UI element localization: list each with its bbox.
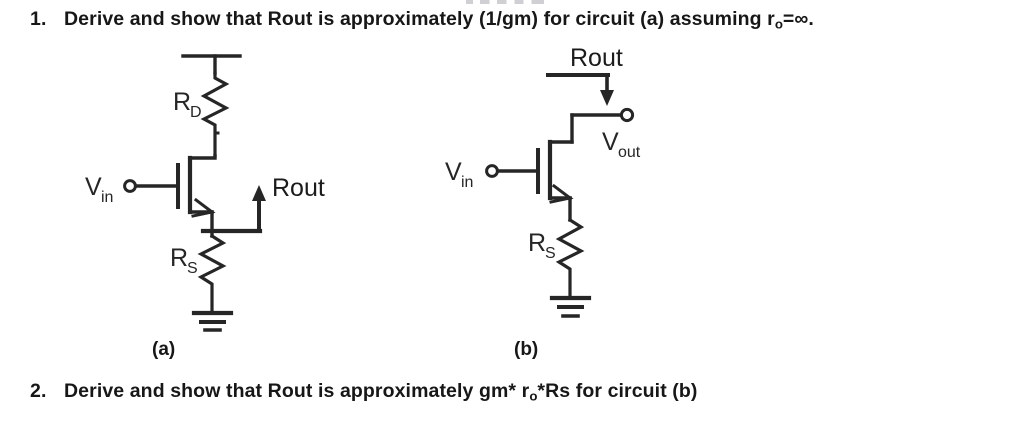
problem-text-1: Derive and show that Rout is approximate…	[64, 8, 814, 32]
problem-2-text-after: *Rs for circuit (b)	[537, 380, 698, 402]
rout-arrowhead-b	[600, 90, 614, 106]
problem-1-text-before: Derive and show that Rout is approximate…	[64, 8, 775, 30]
problem-2-subscript: o	[529, 388, 538, 404]
label-vout-sub-b: out	[618, 144, 641, 161]
scan-artifact-top	[466, 0, 544, 4]
input-terminal-circle-b	[485, 164, 499, 178]
label-vout-b: V	[602, 128, 619, 156]
label-rout-b: Rout	[570, 44, 623, 72]
problem-1-subscript: o	[774, 16, 783, 32]
problem-1-infinity-symbol: ∞	[794, 8, 809, 30]
problem-number-2: 2.	[30, 380, 47, 402]
label-vin-sub-b: in	[461, 174, 473, 191]
output-terminal-circle-b	[619, 107, 635, 123]
label-rd-sub: D	[190, 104, 202, 121]
figure-caption-b: (b)	[514, 339, 539, 360]
rout-arrowhead-a	[252, 185, 266, 201]
circuit-a-diagram: V in R D R S Rout	[85, 54, 325, 332]
resistor-rd-zigzag	[200, 71, 230, 158]
label-rs-sub-a: S	[187, 260, 198, 277]
input-terminal-circle-a	[123, 179, 137, 193]
problem-1-text-after: =	[782, 8, 795, 30]
problem-text-2: Derive and show that Rout is approximate…	[64, 380, 698, 404]
label-vin-a: V	[85, 173, 102, 201]
circuit-b-diagram: Rout V in V out R S	[445, 44, 641, 318]
label-rd: R	[173, 88, 191, 116]
resistor-rs-zigzag-a	[197, 233, 227, 315]
resistor-rs-zigzag-b	[555, 217, 585, 300]
label-rout-a: Rout	[272, 174, 325, 202]
label-vin-sub-a: in	[101, 189, 113, 206]
problem-2-text-before: Derive and show that Rout is approximate…	[64, 380, 530, 402]
problem-statement-2: 2. Derive and show that Rout is approxim…	[30, 380, 698, 404]
label-rs-b: R	[528, 229, 546, 257]
label-rs-a: R	[170, 244, 188, 272]
label-vin-b: V	[445, 158, 462, 186]
wire-drain	[188, 154, 217, 160]
figure-caption-a: (a)	[152, 339, 176, 360]
problem-1-trailing: .	[808, 8, 814, 30]
circuit-diagram-area: V in R D R S Rout	[0, 40, 1024, 370]
problem-statement-1: 1. Derive and show that Rout is approxim…	[30, 8, 814, 32]
label-rs-sub-b: S	[545, 245, 556, 262]
problem-number-1: 1.	[30, 8, 47, 30]
